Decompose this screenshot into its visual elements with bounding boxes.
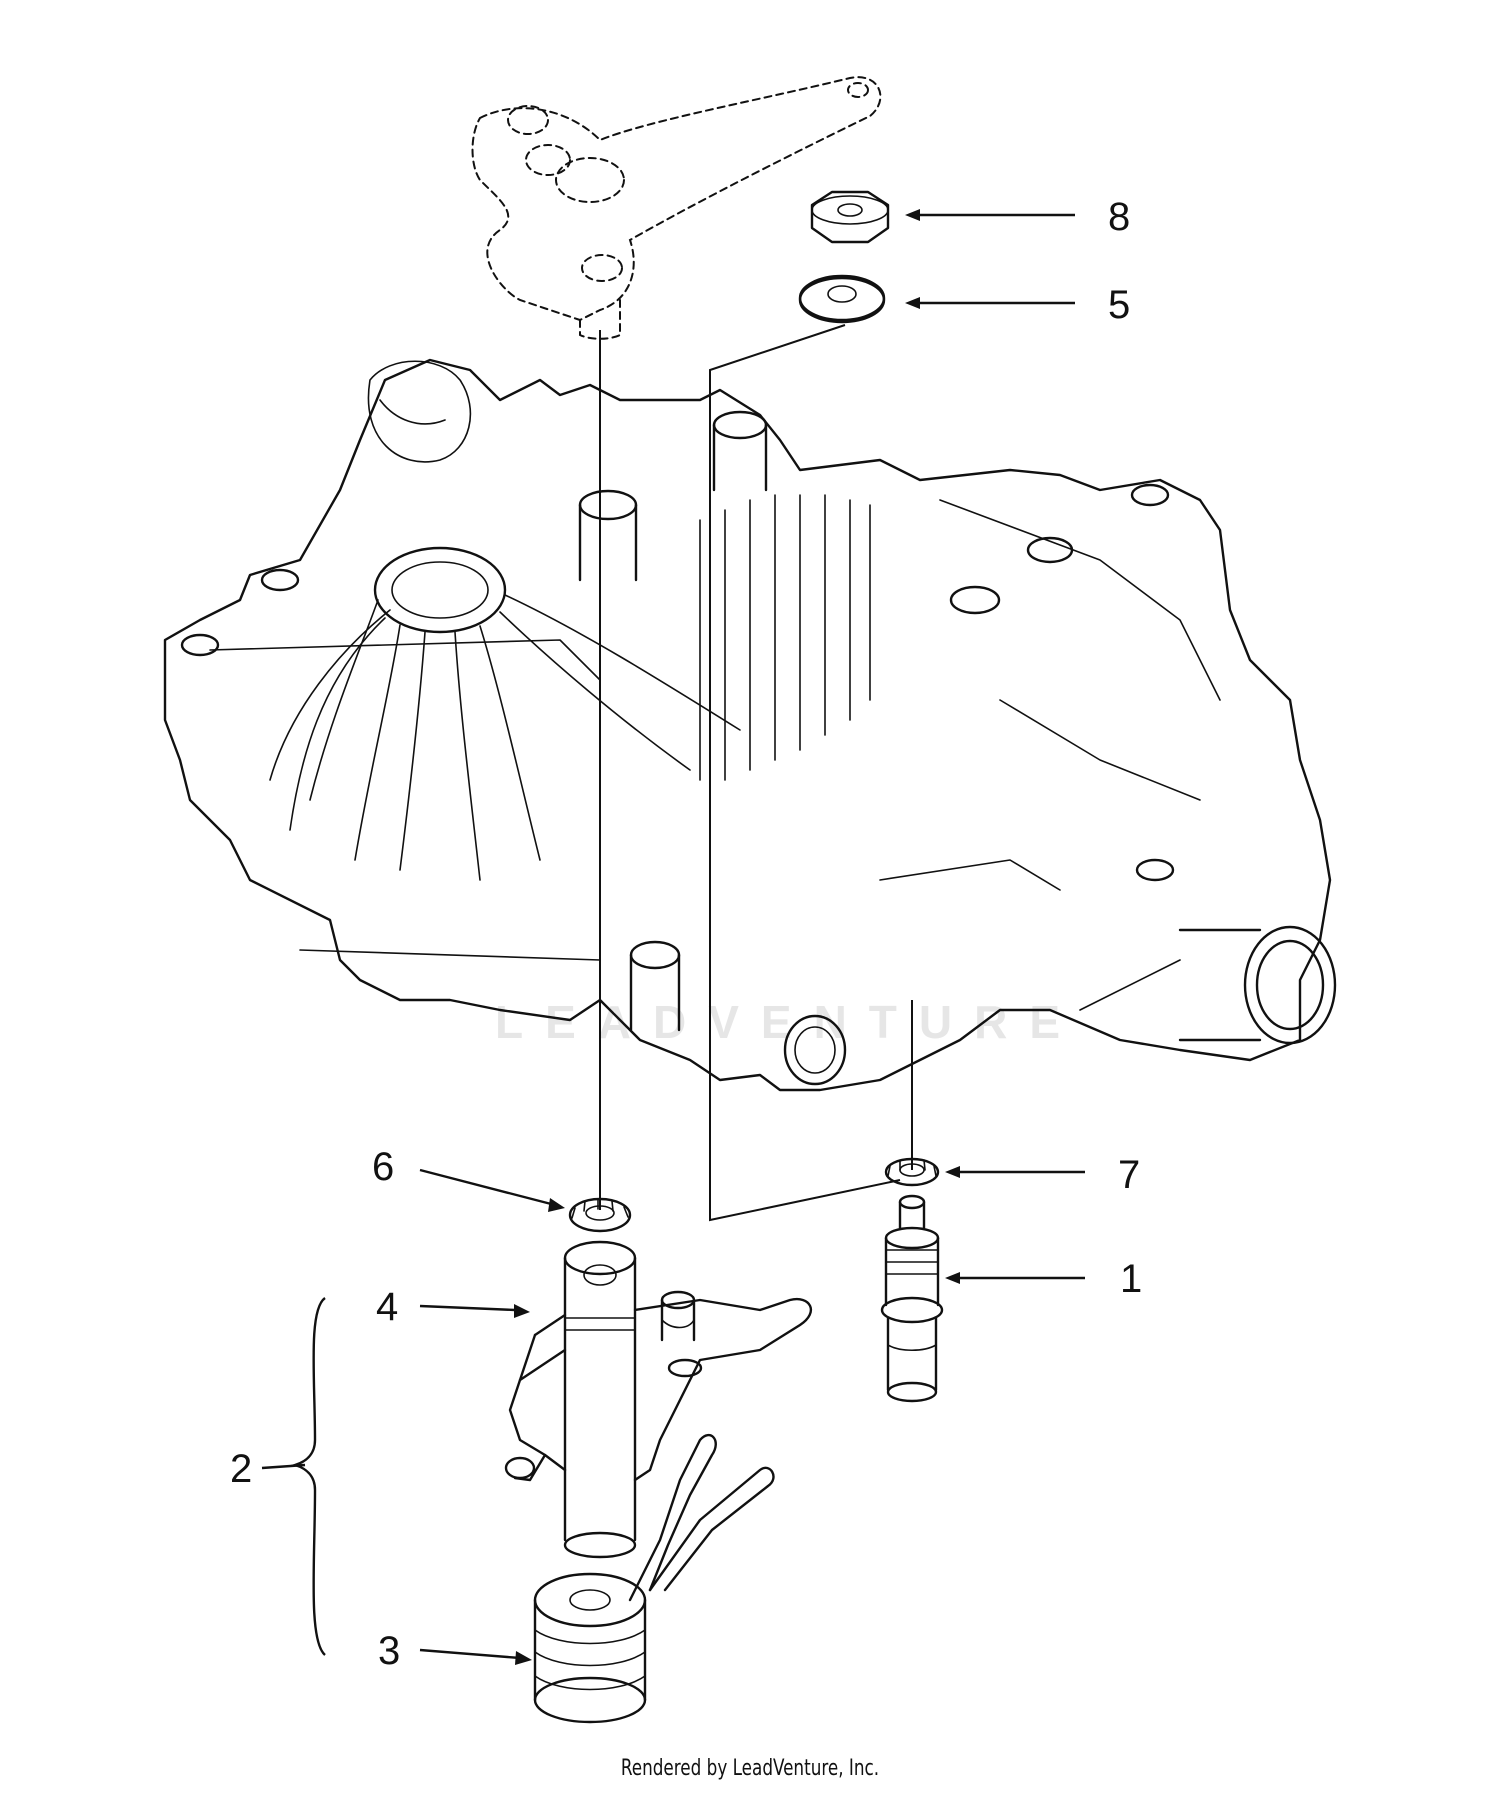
flat-washer: [798, 274, 886, 324]
control-arm-assembly: [504, 1240, 812, 1559]
callout-3: 3: [378, 1629, 400, 1673]
callout-5: 5: [1108, 283, 1130, 327]
torsion-spring: [533, 1433, 775, 1724]
callout-1: 1: [1120, 1257, 1142, 1301]
leader-lines: [261, 209, 1085, 1665]
center-line-right: [709, 324, 901, 1222]
hex-nut: [810, 190, 890, 244]
bypass-valve-pin: [880, 1194, 944, 1403]
transaxle-housing: [163, 358, 1337, 1092]
callout-7: 7: [1118, 1153, 1140, 1197]
callout-4: 4: [376, 1285, 398, 1329]
callout-2: 2: [230, 1447, 252, 1491]
bell-crank-arm: [471, 76, 882, 340]
star-washer-left: [568, 1197, 632, 1233]
leadventure-watermark: LEADVENTURE: [495, 996, 1083, 1048]
star-washer-right: [884, 1157, 940, 1187]
render-credit-footer: Rendered by LeadVenture, Inc.: [620, 1756, 880, 1781]
callout-6: 6: [372, 1145, 394, 1189]
callout-8: 8: [1108, 195, 1130, 239]
